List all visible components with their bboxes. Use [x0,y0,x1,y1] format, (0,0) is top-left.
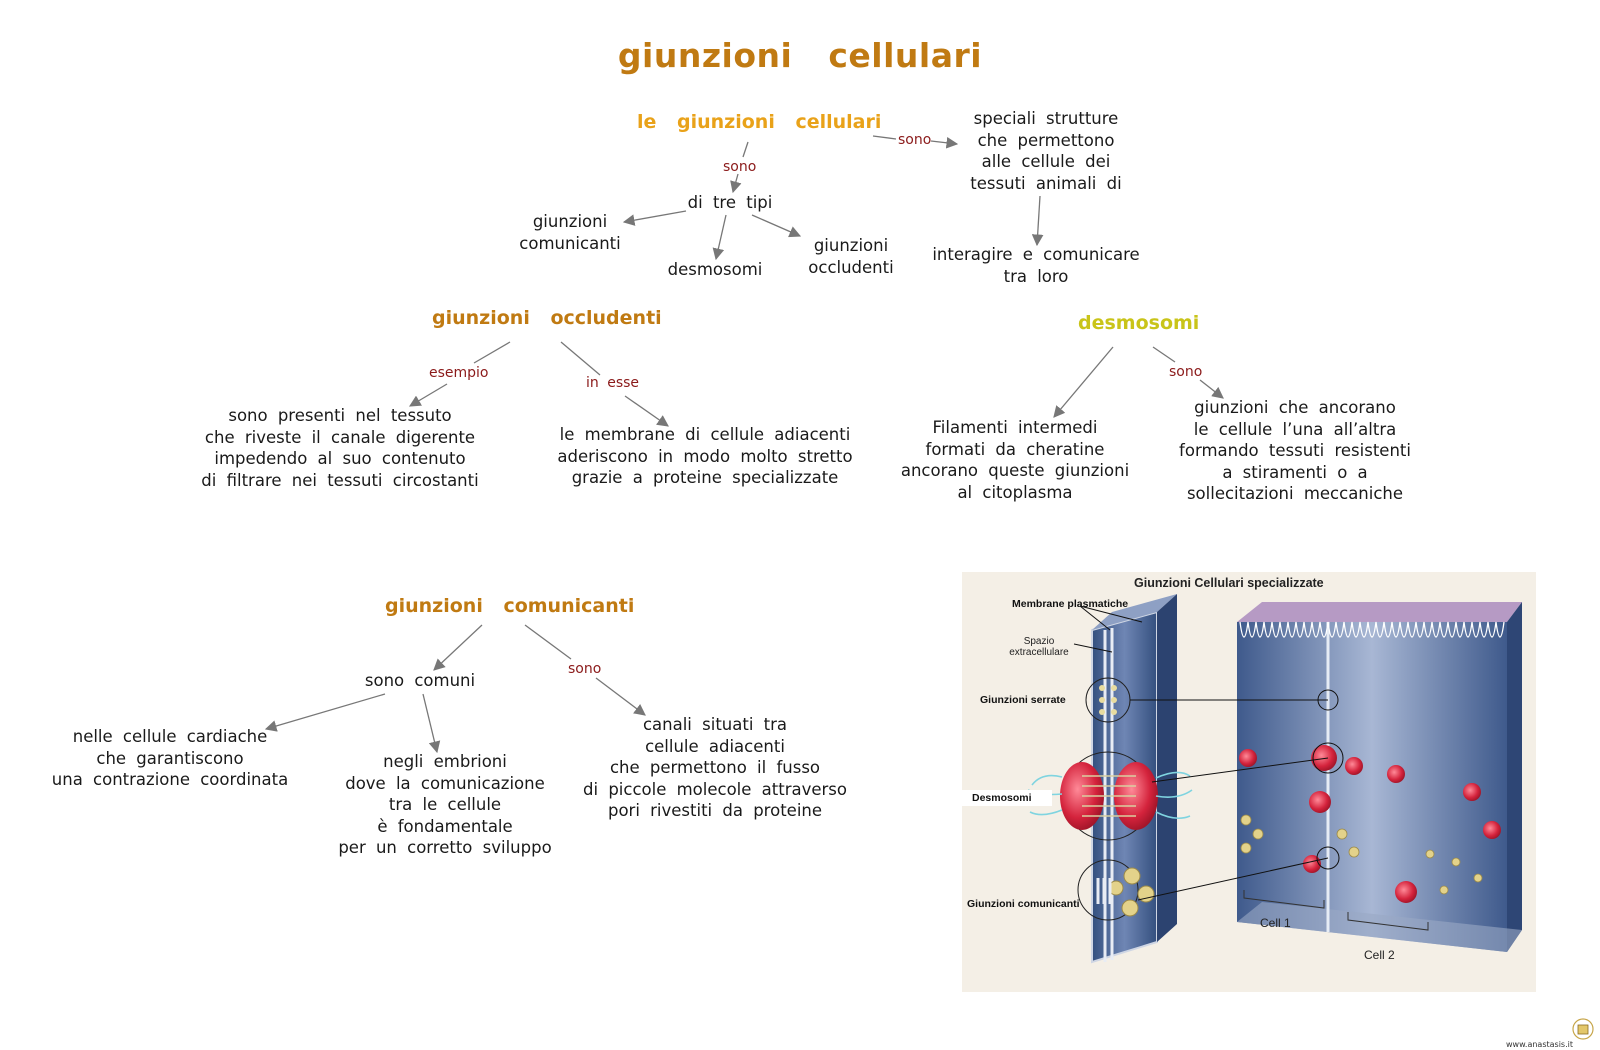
intro-definition: speciali strutture che permettono alle c… [970,109,1122,193]
arrow-types-to-desmosomi [712,214,727,261]
occludenti-detail: le membrane di cellule adiacenti aderisc… [557,425,853,487]
arrow-common-to-cardiac [264,693,386,732]
intro-link-right: sono [898,132,932,148]
arrow-inesse-to-detail [624,395,669,427]
arrow-sono-to-channels [595,677,646,716]
arrow-common-to-embryo [422,693,441,754]
junctions-illustration: Giunzioni Cellulari specializzate Membra… [962,572,1536,992]
figure-label-serrate: Giunzioni serrate [980,694,1066,706]
arrow-desmosomi-to-sono [1152,346,1176,363]
comunicanti-link-sono: sono [568,661,602,677]
page-title: giunzioni cellulari [617,36,983,75]
comunicanti-cardiac: nelle cellule cardiache che garantiscono… [51,727,289,789]
arrow-intro-to-sono [742,141,749,158]
arrow-occludenti-to-esempio [473,341,511,364]
occludenti-link-esempio: esempio [429,365,489,381]
cell-block [1237,602,1522,952]
arrow-sono-to-definition [930,136,959,149]
intro-heading: le giunzioni cellulari [637,111,882,133]
desmosomi-link-sono: sono [1169,364,1203,380]
comunicanti-channels: canali situati tra cellule adiacenti che… [583,715,847,820]
arrow-desmosomi-to-left [1053,346,1114,418]
comunicanti-heading: giunzioni comunicanti [385,595,635,617]
occludenti-link-inesse: in esse [586,375,640,391]
comunicanti-embryo: negli embrioni dove la comunicazione tra… [338,752,552,857]
figure-label-cell2: Cell 2 [1364,948,1395,962]
junctions-drawing [1027,594,1522,964]
type-desmosomi: desmosomi [667,260,763,279]
figure-title: Giunzioni Cellulari specializzate [1134,576,1324,590]
arrow-esempio-to-example [408,383,448,407]
figure-label-membrane: Membrane plasmatiche [1012,598,1129,610]
occludenti-example: sono presenti nel tessuto che riveste il… [201,406,479,490]
anastasis-logo-icon [1572,1018,1594,1040]
arrow-definition-to-result [1031,195,1044,247]
figure-label-desmosomi: Desmosomi [962,790,1052,806]
arrow-occludenti-to-inesse [560,341,601,376]
arrow-types-to-occludenti [751,214,802,238]
types-label: di tre tipi [687,193,773,212]
desmosomi-right: giunzioni che ancorano le cellule l’una … [1179,398,1411,503]
desmosomi-left: Filamenti intermedi formati da cheratine… [900,418,1130,502]
arrow-sono-to-types [730,173,742,194]
intro-link-down: sono [723,159,757,175]
arrow-comunicanti-to-common [433,624,483,671]
desmosomi-heading: desmosomi [1078,312,1200,334]
figure-label-comunicanti: Giunzioni comunicanti [967,898,1080,910]
arrow-sono-to-right [1199,379,1224,399]
type-occludenti: giunzioni occludenti [808,236,894,277]
credit-text: www.anastasis.it [1506,1040,1573,1049]
type-comunicanti: giunzioni comunicanti [519,212,621,253]
intro-result: interagire e comunicare tra loro [932,245,1140,286]
figure-label-space: Spazio extracellulare [1009,636,1069,658]
arrow-types-to-comunicanti [622,210,687,226]
figure-label-cell1: Cell 1 [1260,916,1291,930]
comunicanti-common: sono comuni [364,671,476,690]
occludenti-heading: giunzioni occludenti [432,307,662,329]
arrow-comunicanti-to-sono [524,624,572,660]
arrow-intro-to-definition [872,135,897,140]
